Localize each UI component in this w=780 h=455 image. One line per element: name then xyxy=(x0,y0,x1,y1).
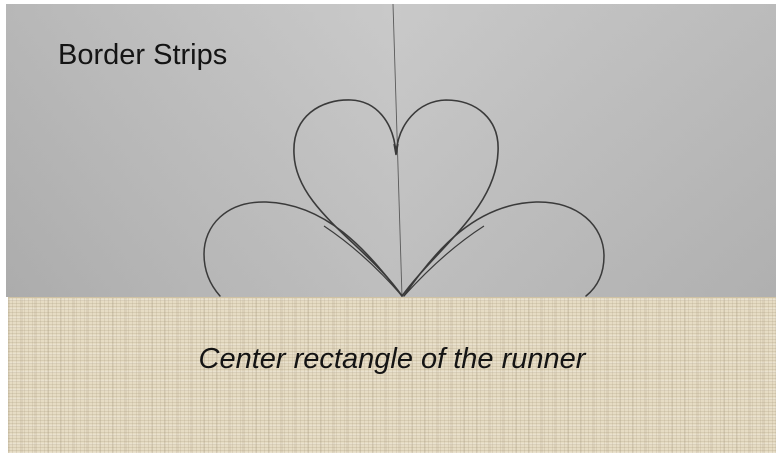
center-rectangle-label: Center rectangle of the runner xyxy=(8,343,776,376)
center-rectangle-fabric: Center rectangle of the runner xyxy=(8,297,776,453)
left-petal-inner xyxy=(324,226,402,296)
right-petal-sketch xyxy=(404,202,604,296)
left-petal-sketch xyxy=(204,202,402,296)
right-petal-inner xyxy=(404,226,484,296)
diagram-frame: Border Strips Center rectangle of the ru… xyxy=(6,4,776,453)
heart-petal-sketch xyxy=(294,100,498,296)
border-strips-label: Border Strips xyxy=(58,39,227,72)
